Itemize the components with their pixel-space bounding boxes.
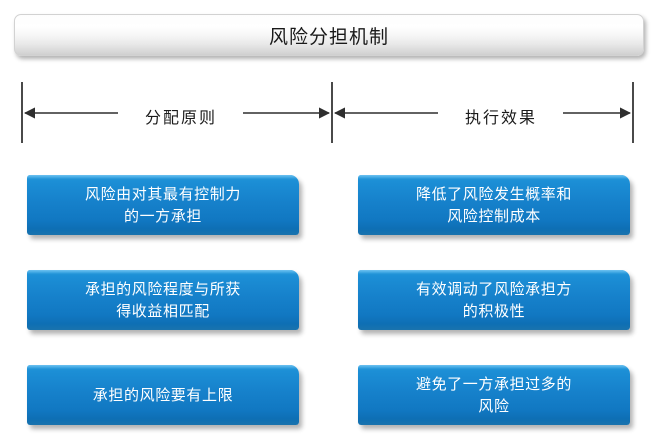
diagram-title-banner: 风险分担机制 xyxy=(14,14,644,56)
process-box-text: 承担的风险要有上限 xyxy=(92,386,234,404)
diagram-title-text: 风险分担机制 xyxy=(268,25,389,48)
process-box[interactable]: 降低了风险发生概率和 风险控制成本 xyxy=(358,175,630,235)
bracket-label-execution-effect: 执行效果 xyxy=(464,108,537,127)
process-box-text: 有效调动了风险承担方 的积极性 xyxy=(415,280,572,320)
process-box-text: 降低了风险发生概率和 风险控制成本 xyxy=(415,185,572,225)
process-box-text: 避免了一方承担过多的 风险 xyxy=(415,375,572,415)
process-box[interactable]: 承担的风险程度与所获 得收益相匹配 xyxy=(27,270,299,330)
bracket-label-allocation-principle: 分配原则 xyxy=(144,108,217,127)
process-box[interactable]: 风险由对其最有控制力 的一方承担 xyxy=(27,175,299,235)
process-box-text: 承担的风险程度与所获 得收益相匹配 xyxy=(84,280,241,320)
process-box-text: 风险由对其最有控制力 的一方承担 xyxy=(84,185,241,225)
process-box[interactable]: 有效调动了风险承担方 的积极性 xyxy=(358,270,630,330)
process-box[interactable]: 避免了一方承担过多的 风险 xyxy=(358,365,630,425)
process-box[interactable]: 承担的风险要有上限 xyxy=(27,365,299,425)
